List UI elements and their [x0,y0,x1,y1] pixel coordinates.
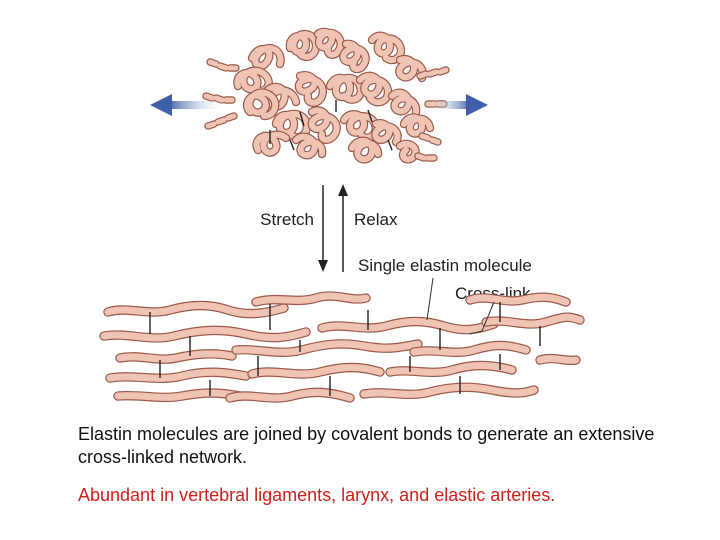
extended-elastin-molecule [385,360,517,377]
caption-description: Elastin molecules are joined by covalent… [78,424,655,467]
coiled-elastin-molecule [307,106,341,144]
extended-elastin-molecule [535,353,581,366]
coiled-elastin-molecule [367,31,406,65]
extended-elastin-molecule [115,349,237,364]
coiled-elastin-molecule [252,130,291,157]
coiled-elastin-molecule [242,88,280,121]
stretch-arrow-right [430,94,488,116]
stretch-label: Stretch [260,210,314,229]
single-molecule-label: Single elastin molecule [358,256,532,275]
extended-elastin-molecule [409,340,531,357]
extended-elastin-molecule [103,300,289,319]
elastin-network-diagram: Stretch Relax Single elastin molecule Cr… [99,27,585,403]
coiled-elastin-molecule [339,39,370,74]
relax-label: Relax [354,210,398,229]
extended-elastin-molecule [465,292,571,307]
cross-link-leader-line [469,301,495,335]
coiled-elastin-molecule [294,71,327,107]
stretch-arrow-left [150,94,226,116]
cross-link-bond [299,111,305,127]
coiled-elastin-molecule [399,113,435,138]
extended-elastin-molecule [481,312,585,329]
coiled-elastin-molecule [247,44,285,71]
coiled-elastin-molecule [355,71,393,107]
stretched-fiber-network [99,291,585,403]
stretch-down-arrow [318,185,328,272]
coiled-molecule-tail [204,112,238,130]
extended-elastin-molecule [317,316,499,335]
extended-elastin-molecule [225,387,355,403]
coiled-molecule-tail [202,92,236,104]
extended-elastin-molecule [231,339,423,357]
coiled-molecule-tail [206,58,240,72]
extended-elastin-molecule [99,325,311,343]
cross-link-bond [367,109,373,123]
coiled-molecule-tail [418,132,442,146]
relaxed-coiled-network [202,27,450,164]
extended-elastin-molecule [105,367,251,383]
cross-link-bond [289,139,295,151]
coiled-elastin-molecule [233,66,273,95]
extended-elastin-molecule [247,362,385,379]
coiled-elastin-molecule [285,30,321,61]
coiled-elastin-molecule [347,136,383,164]
coiled-elastin-molecule [291,132,327,160]
coiled-elastin-molecule [371,119,402,147]
extended-elastin-molecule [359,382,539,399]
coiled-molecule-tail [414,152,438,162]
coiled-molecule-tail [416,66,450,80]
single-molecule-leader-line [426,277,434,321]
caption-locations: Abundant in vertebral ligaments, larynx,… [78,485,556,505]
coiled-elastin-molecule [325,73,365,104]
coiled-elastin-molecule [313,27,345,59]
coiled-elastin-molecule [395,54,427,83]
extended-elastin-molecule [251,291,371,307]
relax-up-arrow [338,184,348,272]
cross-link-bond [387,139,393,151]
coiled-elastin-molecule [387,88,421,117]
coiled-elastin-molecule [395,139,420,164]
extended-elastin-molecule [113,388,245,403]
coiled-elastin-molecule [271,109,311,142]
